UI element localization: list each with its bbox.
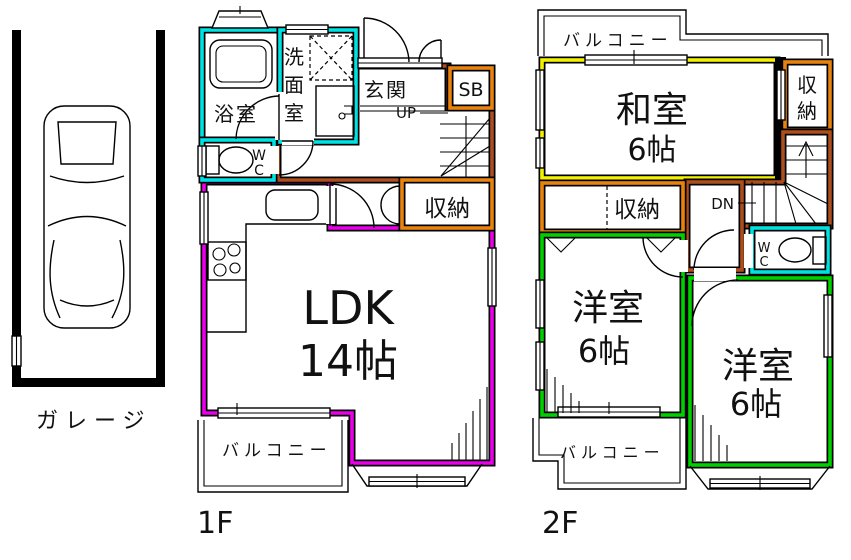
ldk-right-window bbox=[487, 247, 497, 307]
room1-balcony-window bbox=[557, 402, 661, 418]
storage-2f-top-door bbox=[776, 69, 786, 121]
garage-bottom-wall bbox=[12, 378, 165, 387]
garage-label: ガレージ bbox=[36, 409, 152, 434]
ldk-label-l1: LDK bbox=[302, 281, 395, 335]
up-label: UP bbox=[396, 104, 416, 122]
storage-2f-top-label-c1: 収 bbox=[797, 73, 817, 97]
balcony-2f-top bbox=[537, 9, 829, 56]
garage-left-wall bbox=[12, 30, 21, 386]
ldk-label-l2: 14帖 bbox=[298, 336, 398, 387]
ldk-left-window bbox=[199, 191, 209, 245]
ldk-bay-window bbox=[351, 463, 483, 488]
room-storage-1f bbox=[398, 176, 496, 232]
room1-label-l1: 洋室 bbox=[572, 288, 644, 329]
wc-door-1f bbox=[270, 146, 279, 174]
garage-right-wall bbox=[156, 30, 165, 386]
washroom-label-c1: 洗 bbox=[284, 45, 304, 69]
washitsu-label-l2: 6帖 bbox=[627, 133, 676, 168]
balcony-2f-bottom bbox=[532, 418, 687, 490]
floor1-plan: 浴室 洗 面 室 玄関 SB UP W C 収納 LDK 14帖 バルコニー 1… bbox=[197, 6, 497, 541]
storage-1f-label: 収納 bbox=[424, 196, 470, 222]
washitsu-left-window-2 bbox=[535, 137, 545, 169]
vanity-icon bbox=[315, 85, 355, 137]
bath-bay-window bbox=[210, 6, 270, 29]
room2-bay-window bbox=[689, 465, 831, 490]
washing-machine-pan-icon bbox=[309, 35, 353, 81]
storage-2f-top-label-c2: 納 bbox=[797, 99, 817, 123]
ldk-balcony-window bbox=[217, 403, 331, 419]
storage-2f-mid-label: 収納 bbox=[614, 197, 660, 223]
room1-entry-door bbox=[642, 236, 688, 278]
room-shoebox bbox=[446, 64, 496, 112]
wc-1f-label-l1: W bbox=[252, 148, 266, 164]
storage-1f-double-door bbox=[380, 185, 401, 225]
room2-entry-door bbox=[691, 268, 739, 327]
stairs-2f bbox=[738, 128, 834, 230]
toilet-2f-icon bbox=[778, 236, 827, 265]
car-icon bbox=[43, 105, 131, 329]
washroom-door bbox=[278, 137, 314, 176]
washroom-label-c2: 面 bbox=[284, 73, 304, 97]
balcony-1f-label: バルコニー bbox=[222, 441, 332, 461]
balcony-2f-top-label: バルコニー bbox=[563, 31, 673, 51]
room2-corner-hatch-lines bbox=[694, 405, 728, 461]
left-wall-window-wc bbox=[197, 145, 207, 177]
washroom-top-window bbox=[285, 24, 329, 35]
room1-left-window-1 bbox=[535, 279, 545, 329]
floor2-label: 2F bbox=[542, 506, 578, 541]
entrance-step-line bbox=[360, 105, 446, 112]
room2-label-l2: 6帖 bbox=[730, 385, 782, 423]
wc-1f-label-l2: C bbox=[254, 163, 264, 179]
balcony-2f-bottom-label: バルコニー bbox=[560, 443, 665, 462]
kitchen-counter-icon bbox=[206, 188, 337, 333]
washitsu-top-window bbox=[584, 50, 688, 66]
room1-left-window-2 bbox=[535, 341, 545, 391]
garage: ガレージ bbox=[11, 30, 165, 434]
washitsu-label-l1: 和室 bbox=[616, 90, 688, 131]
ldk-door bbox=[326, 183, 375, 229]
entrance-double-door bbox=[357, 17, 443, 69]
washitsu-left-window-1 bbox=[535, 69, 545, 131]
room2-right-window bbox=[823, 294, 833, 358]
floor2-plan: バルコニー 和室 6帖 収 納 DN 収納 W C 洋室 6帖 洋室 6帖 バル… bbox=[532, 9, 834, 541]
room-yoshitsu-2 bbox=[686, 274, 834, 469]
bathtub-icon bbox=[209, 39, 273, 89]
balcony-1f bbox=[197, 420, 349, 493]
bath-label: 浴室 bbox=[214, 102, 258, 126]
ldk-corner-hatch-lines bbox=[451, 387, 488, 461]
wc-2f-label-l1: W bbox=[758, 241, 771, 256]
room-storage-2f-mid bbox=[538, 179, 687, 236]
room1-corner-hatch-lines bbox=[546, 369, 580, 413]
room1-closet-bifold-doors bbox=[545, 236, 677, 253]
wc-door-2f bbox=[693, 229, 753, 271]
bath-door bbox=[235, 92, 284, 140]
room2-label-l1: 洋室 bbox=[722, 346, 794, 387]
wc-2f-label-l2: C bbox=[759, 255, 768, 270]
floor1-label: 1F bbox=[197, 506, 233, 541]
dn-label: DN bbox=[711, 195, 734, 213]
washroom-label-c3: 室 bbox=[284, 101, 304, 125]
garage-side-window bbox=[11, 335, 22, 367]
entrance-label: 玄関 bbox=[364, 78, 408, 102]
room1-label-l2: 6帖 bbox=[578, 332, 630, 370]
shoebox-label: SB bbox=[458, 79, 483, 101]
